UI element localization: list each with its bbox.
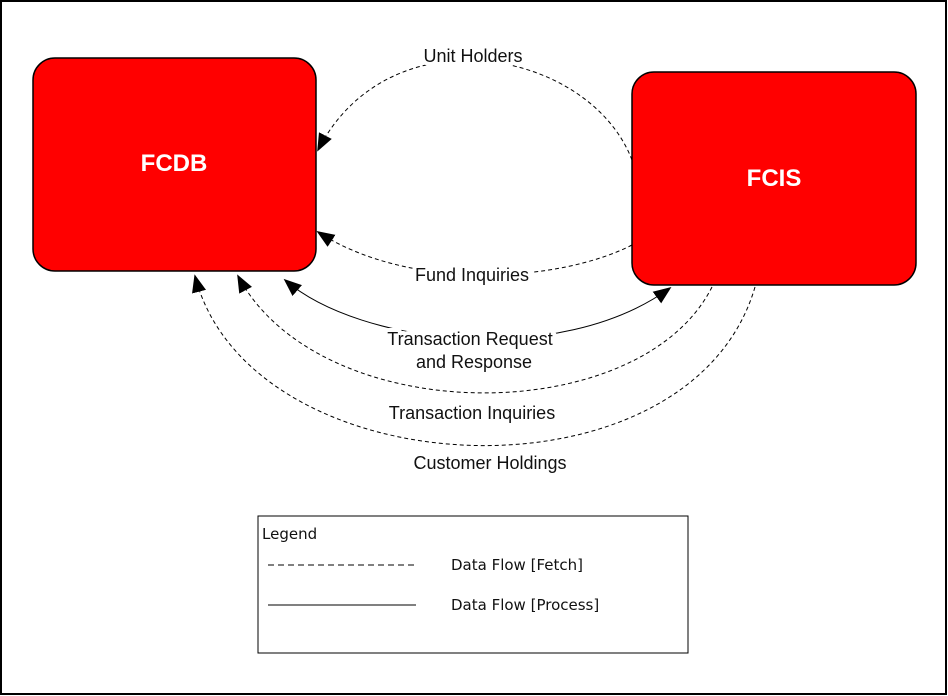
transaction-request-label-line2: and Response	[416, 352, 532, 372]
fcdb-box[interactable]	[32, 57, 317, 272]
transaction-inquiries-label: Transaction Inquiries	[389, 403, 555, 423]
legend-box	[257, 515, 689, 654]
transaction-request-label-line1: Transaction Request	[387, 329, 552, 349]
customer-holdings-flow	[192, 274, 756, 446]
fund-inquiries-flow	[316, 231, 633, 276]
legend: Legend Data Flow [Fetch] Data Flow [Proc…	[257, 515, 689, 654]
unit-holders-flow	[317, 59, 633, 161]
fund-inquiries-label: Fund Inquiries	[415, 265, 529, 285]
fcdb-node[interactable]: FCDB	[32, 57, 317, 272]
transaction-inquiries-flow	[237, 274, 713, 394]
customer-holdings-label: Customer Holdings	[413, 453, 566, 473]
transaction-request-flow	[283, 278, 672, 340]
legend-fetch-label: Data Flow [Fetch]	[451, 556, 583, 574]
unit-holders-label: Unit Holders	[423, 46, 522, 66]
legend-title: Legend	[262, 525, 317, 543]
fcdb-label: FCDB	[141, 150, 208, 177]
legend-process-label: Data Flow [Process]	[451, 596, 599, 614]
fcis-node[interactable]: FCIS	[631, 71, 917, 286]
fcis-label: FCIS	[747, 165, 802, 192]
fcis-box[interactable]	[631, 71, 917, 286]
